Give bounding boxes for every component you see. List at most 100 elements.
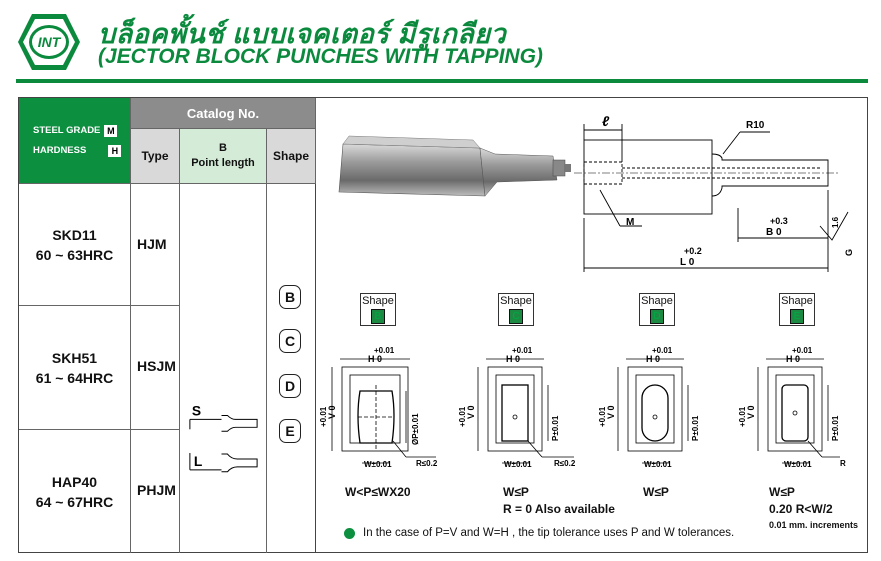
punch-technical-drawing: ℓ R10 M +0.3 B 0 +0.2 L 0 G 1.6 bbox=[574, 113, 854, 272]
type-cell-2: HSJM bbox=[131, 306, 180, 430]
point-s-label: S bbox=[192, 402, 201, 418]
shape-tag-letter: C bbox=[509, 309, 523, 324]
hardness-box: H bbox=[108, 144, 122, 157]
l-tolerance: +0.2 bbox=[684, 246, 702, 256]
shape-e-increment-note: 0.01 mm. increments bbox=[769, 520, 859, 530]
h-label: H 0 bbox=[786, 354, 800, 364]
b-dimension: B 0 bbox=[766, 227, 782, 238]
header-divider bbox=[16, 79, 868, 83]
steel-grade-label: STEEL GRADE bbox=[33, 125, 101, 136]
b-label: B bbox=[219, 142, 227, 154]
steel-name: SKH51 bbox=[51, 349, 98, 366]
v-label: V 0 bbox=[327, 405, 337, 419]
w-label: W±0.01 bbox=[644, 460, 672, 469]
steel-name: SKD11 bbox=[52, 226, 97, 243]
bullet-icon bbox=[344, 527, 355, 539]
w-label: W±0.01 bbox=[784, 460, 812, 469]
point-length-cell: S L bbox=[180, 184, 267, 553]
side-label: ØP±0.01 bbox=[411, 413, 420, 445]
point-length-header: B Point length bbox=[180, 129, 267, 184]
int-logo: INT bbox=[18, 14, 80, 70]
l-dimension: L 0 bbox=[680, 257, 695, 268]
shape-c-view: +0.01 H 0 +0.01 V 0 P±0.01 W±0.01 R≤0.2 bbox=[458, 346, 576, 469]
shape-d-tag: Shape D bbox=[639, 293, 675, 326]
shape-c-badge: C bbox=[279, 329, 301, 353]
steel-cell-2: SKH51 61 ~ 64HRC bbox=[19, 306, 131, 430]
m-thread-label: M bbox=[626, 217, 634, 228]
r-label: R≤0.2 bbox=[554, 459, 576, 468]
steel-name: HAP40 bbox=[51, 473, 98, 490]
punch-photo bbox=[338, 135, 571, 197]
page-title-english: (JECTOR BLOCK PUNCHES WITH TAPPING) bbox=[98, 45, 543, 68]
shape-d-view: +0.01 H 0 +0.01 V 0 P±0.01 W±0.01 bbox=[598, 346, 700, 469]
hardness-label: HARDNESS bbox=[33, 145, 87, 156]
h-tolerance: +0.01 bbox=[374, 346, 395, 355]
shape-tag-label: Shape bbox=[781, 295, 813, 307]
v-tolerance: +0.01 bbox=[458, 406, 467, 427]
shape-c-caption: W≤P bbox=[503, 485, 529, 499]
point-length-label: Point length bbox=[191, 157, 255, 169]
shape-cell bbox=[267, 184, 316, 553]
steel-cell-1: SKD11 60 ~ 63HRC bbox=[19, 184, 131, 306]
shape-tag-label: Shape bbox=[500, 295, 532, 307]
drawing-panel bbox=[316, 97, 868, 553]
shape-b-badge: B bbox=[279, 285, 301, 309]
w-label: W±0.01 bbox=[364, 460, 392, 469]
point-length-diagram: S L bbox=[189, 402, 258, 473]
type-column-header: Type bbox=[131, 129, 180, 184]
shape-e-view: +0.01 H 0 +0.01 V 0 P±0.01 W±0.01 R bbox=[738, 346, 846, 469]
shape-c-caption-note: R = 0 Also available bbox=[503, 502, 615, 516]
shape-tag-letter: D bbox=[650, 309, 664, 324]
shape-tag-label: Shape bbox=[362, 295, 394, 307]
v-label: V 0 bbox=[606, 405, 616, 419]
steel-hardness: 60 ~ 63HRC bbox=[35, 246, 114, 263]
shape-column-header: Shape bbox=[267, 129, 316, 184]
v-label: V 0 bbox=[466, 405, 476, 419]
side-label: P±0.01 bbox=[551, 415, 560, 441]
tolerance-note-text: In the case of P=V and W=H , the tip tol… bbox=[363, 527, 735, 539]
h-label: H 0 bbox=[646, 354, 660, 364]
shape-tag-letter: E bbox=[790, 309, 804, 324]
r10-label: R10 bbox=[746, 120, 765, 131]
v-tolerance: +0.01 bbox=[738, 406, 747, 427]
h-label: H 0 bbox=[506, 354, 520, 364]
catalog-no-header: Catalog No. bbox=[131, 98, 316, 129]
type-cell-3: PHJM bbox=[131, 430, 180, 553]
shape-tag-label: Shape bbox=[641, 295, 673, 307]
shape-b-caption: W<P≤WX20 bbox=[345, 485, 411, 499]
b-tolerance: +0.3 bbox=[770, 216, 788, 226]
logo-text: INT bbox=[38, 34, 62, 50]
v-label: V 0 bbox=[746, 405, 756, 419]
shape-e-badge: E bbox=[279, 419, 301, 443]
shape-b-tag: Shape B bbox=[360, 293, 396, 326]
page-title-thai: บล็อคพั้นช์ แบบเจคเตอร์ มีรูเกลียว bbox=[98, 19, 507, 49]
r-label: R bbox=[840, 459, 846, 468]
g-label: G bbox=[844, 249, 854, 256]
h-tolerance: +0.01 bbox=[792, 346, 813, 355]
side-label: P±0.01 bbox=[831, 415, 840, 441]
h-tolerance: +0.01 bbox=[512, 346, 533, 355]
steel-hardness: 61 ~ 64HRC bbox=[35, 369, 114, 386]
point-l-label: L bbox=[194, 453, 203, 469]
shape-b-view: +0.01 H 0 +0.01 V 0 ØP±0.01 W±0.01 R≤0.2 bbox=[319, 346, 438, 469]
r-label: R≤0.2 bbox=[416, 459, 438, 468]
shape-c-tag: Shape C bbox=[498, 293, 534, 326]
shape-e-caption-note: 0.20 R<W/2 bbox=[769, 502, 833, 516]
type-cell-1: HJM bbox=[131, 184, 180, 306]
surface-finish: 1.6 bbox=[831, 216, 840, 228]
shape-d-badge: D bbox=[279, 374, 301, 398]
w-label: W±0.01 bbox=[504, 460, 532, 469]
shape-e-caption: W≤P bbox=[769, 485, 795, 499]
v-tolerance: +0.01 bbox=[319, 406, 328, 427]
steel-hardness: 64 ~ 67HRC bbox=[35, 493, 114, 510]
tolerance-note: In the case of P=V and W=H , the tip tol… bbox=[344, 527, 734, 539]
steel-grade-box: M bbox=[104, 124, 118, 137]
h-label: H 0 bbox=[368, 354, 382, 364]
v-tolerance: +0.01 bbox=[598, 406, 607, 427]
steel-cell-3: HAP40 64 ~ 67HRC bbox=[19, 430, 131, 553]
h-tolerance: +0.01 bbox=[652, 346, 673, 355]
shape-e-tag: Shape E bbox=[779, 293, 815, 326]
shape-d-caption: W≤P bbox=[643, 485, 669, 499]
